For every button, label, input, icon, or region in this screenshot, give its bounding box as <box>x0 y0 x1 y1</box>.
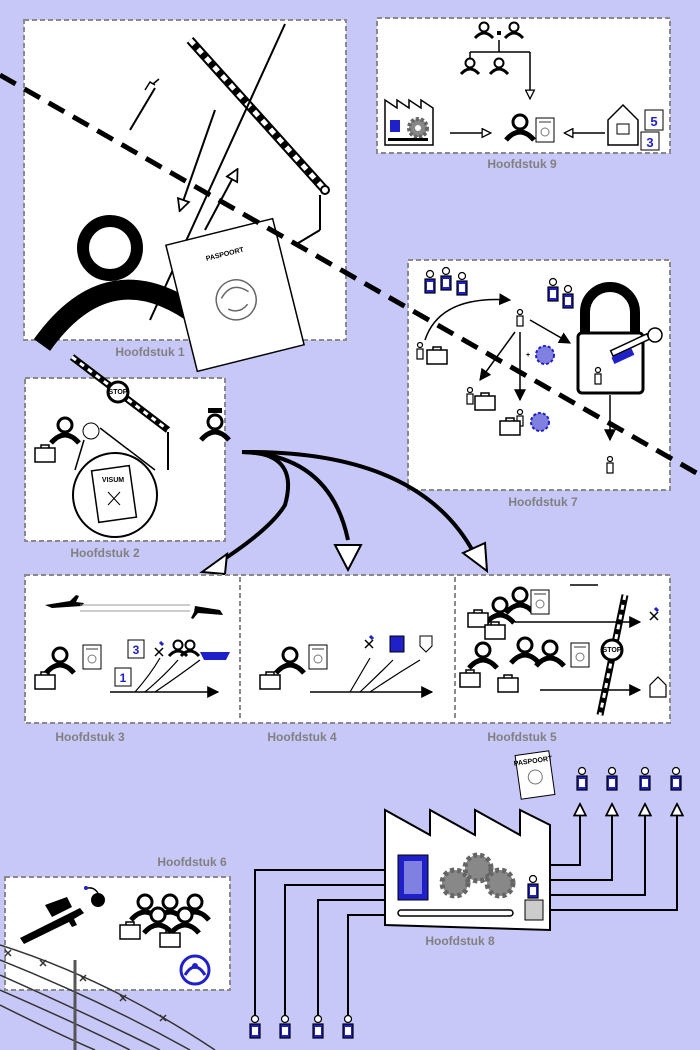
chapter-1-caption: Hoofdstuk 1 <box>115 345 185 359</box>
chapter-1-panel: PASPOORT <box>23 19 347 373</box>
factory-outflow-lines <box>550 805 677 911</box>
passport-icon: PASPOORT <box>164 217 306 373</box>
bomb-icon <box>84 886 105 907</box>
factory-icon <box>384 98 434 146</box>
svg-text:+: + <box>526 352 530 359</box>
person-icon <box>33 215 207 351</box>
chapter-6-panel <box>4 876 231 991</box>
barrier-icon: STOP <box>596 594 629 716</box>
house-icon <box>607 103 639 146</box>
calendar-number-3: 3 <box>646 135 653 150</box>
unhcr-logo-icon <box>179 954 211 986</box>
chapter-6-caption: Hoofdstuk 6 <box>157 855 227 869</box>
chapter-7-panel: + <box>407 259 671 491</box>
barrier-icon: STOP <box>69 354 171 470</box>
visa-label: VISUM <box>102 477 124 484</box>
calendar-icon: 5 3 <box>640 109 664 151</box>
barrier-icon <box>186 36 330 246</box>
barbed-wire-icon <box>0 944 216 1050</box>
signpost-icon <box>129 87 156 131</box>
chapter-7-caption: Hoofdstuk 7 <box>508 495 578 509</box>
chapter-3-caption: Hoofdstuk 3 <box>55 730 125 744</box>
inbound-arrow <box>180 109 216 210</box>
chapter-2-caption: Hoofdstuk 2 <box>70 546 140 560</box>
chapter-2-panel: STOP VISUM <box>24 354 229 542</box>
branch-arrows <box>199 449 489 576</box>
factory-inflow-lines <box>254 869 385 1020</box>
chapter-8-caption: Hoofdstuk 8 <box>425 934 495 948</box>
chapter-8-factory <box>384 808 551 932</box>
calendar-number-1: 1 <box>120 671 127 685</box>
chapter-3-4-5-panel: 3 1 STOP <box>24 574 671 724</box>
border-line <box>0 72 700 478</box>
airplane-icon <box>45 595 223 619</box>
workers-row <box>249 1014 354 1039</box>
chapter-4-caption: Hoofdstuk 4 <box>267 730 337 744</box>
gun-icon <box>20 897 84 944</box>
passport-icon: PASPOORT <box>513 750 556 800</box>
calendar-number-5: 5 <box>650 114 657 129</box>
visa-icon: VISUM <box>72 427 158 538</box>
key-icon <box>609 327 663 365</box>
chapter-9-panel: 5 3 <box>376 17 671 154</box>
chapter-9-caption: Hoofdstuk 9 <box>487 157 557 171</box>
calendar-number-3b: 3 <box>133 643 140 657</box>
chapter-5-caption: Hoofdstuk 5 <box>487 730 557 744</box>
stop-sign: STOP <box>109 389 128 396</box>
stop-sign-2: STOP <box>603 647 622 654</box>
